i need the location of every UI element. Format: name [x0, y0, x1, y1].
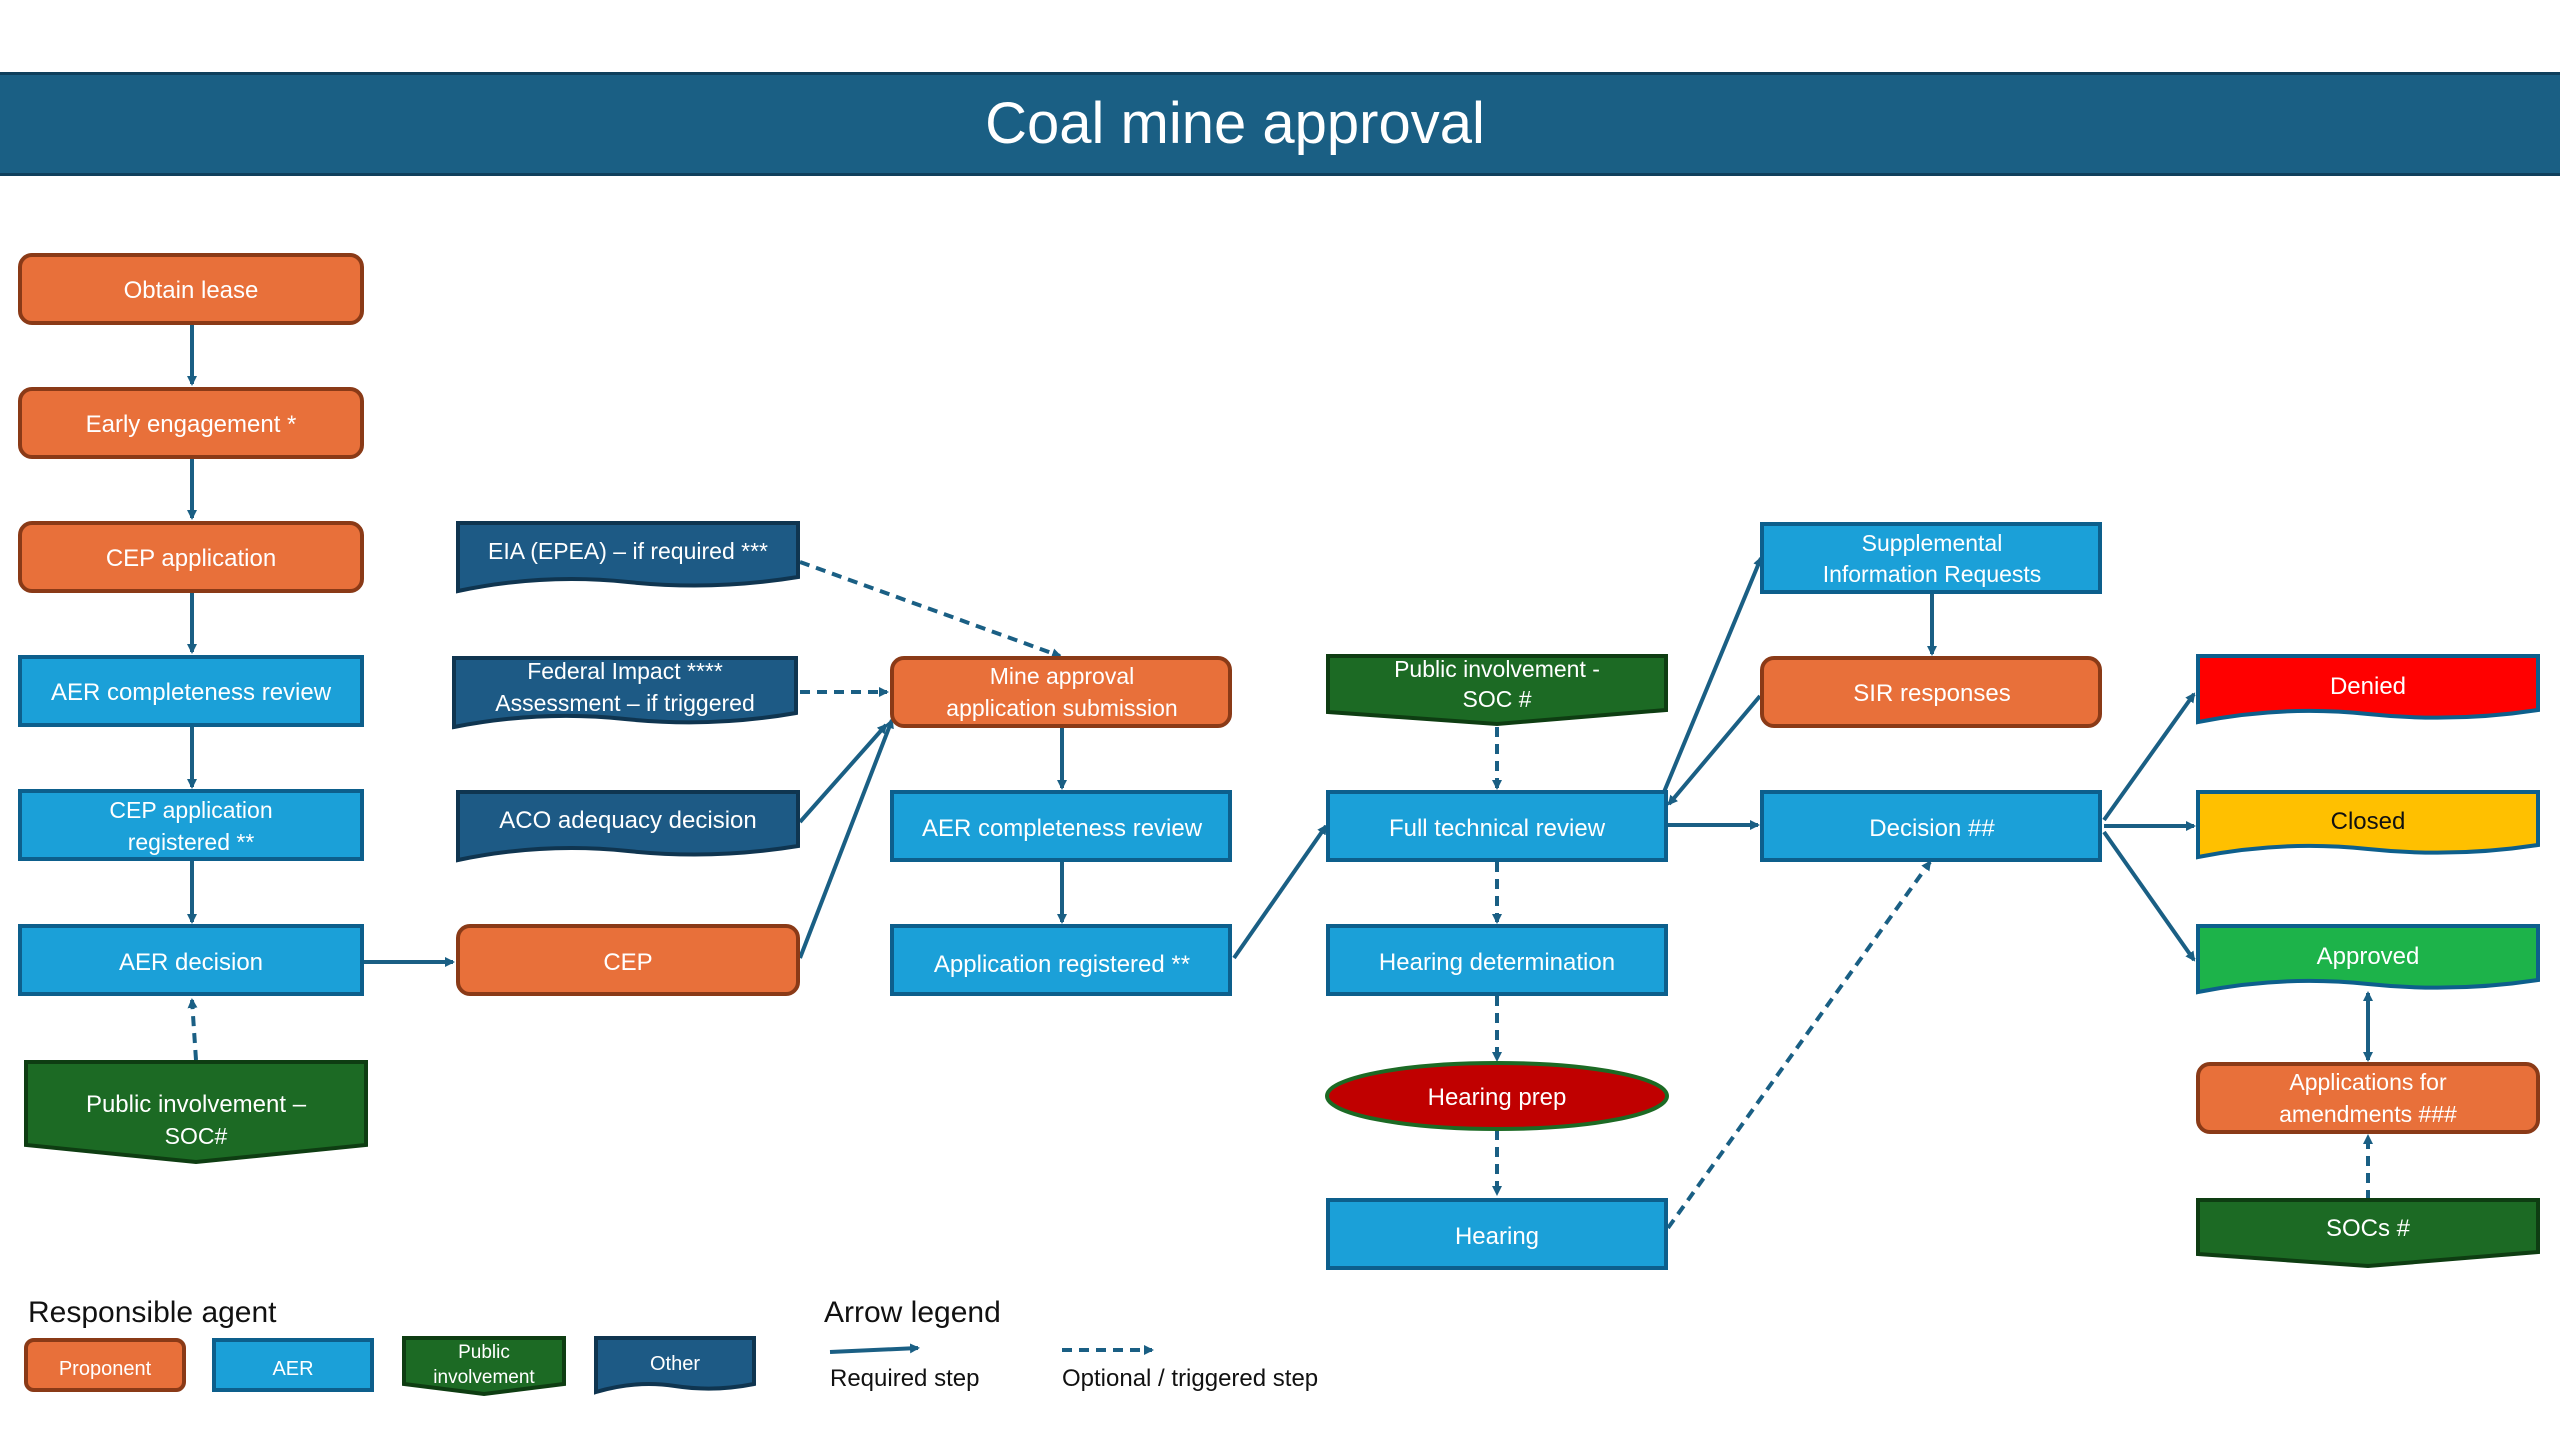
legend-agent-title: Responsible agent: [28, 1296, 277, 1329]
arrow-responses-to-technical: [1667, 694, 1762, 806]
legend-required-label: Required step: [830, 1365, 979, 1392]
node-hearing-prep: Hearing prep: [1325, 1061, 1669, 1131]
node-federal-impact-assessment: Federal Impact **** Assessment – if trig…: [452, 656, 798, 730]
node-decision: Decision ##: [1760, 790, 2102, 862]
node-application-registered: Application registered **: [890, 924, 1232, 996]
legend-proponent: Proponent: [24, 1338, 186, 1392]
node-label: Information Requests: [1823, 561, 2042, 587]
arrow-registered-to-technical: [1232, 824, 1328, 960]
node-label: Application registered **: [934, 951, 1190, 978]
node-denied: Denied: [2196, 654, 2540, 725]
node-aer-decision: AER decision: [18, 924, 364, 996]
node-label: Hearing: [1455, 1223, 1539, 1250]
node-label: SOCs #: [2326, 1215, 2411, 1242]
node-sir-responses: SIR responses: [1760, 656, 2102, 728]
legend-label: Public: [458, 1342, 510, 1363]
node-supplemental-information-requests: Supplemental Information Requests: [1760, 522, 2102, 594]
node-label: SIR responses: [1853, 680, 2010, 707]
node-label: Closed: [2331, 808, 2406, 835]
node-mine-approval-submission: Mine approval application submission: [890, 656, 1232, 728]
node-label: Decision ##: [1869, 815, 1995, 842]
arrows: [187, 322, 2373, 1062]
node-label: SOC #: [1462, 686, 1531, 712]
node-label: EIA (EPEA) – if required ***: [488, 538, 768, 564]
legend-other: Other: [594, 1336, 756, 1395]
node-label: Denied: [2330, 673, 2406, 700]
node-label: CEP: [603, 949, 652, 976]
legend-aer: AER: [212, 1338, 374, 1392]
node-label: AER decision: [119, 949, 263, 976]
node-label: Public involvement –: [86, 1091, 307, 1118]
node-public-involvement-soc-1: Public involvement – SOC#: [24, 1060, 368, 1165]
node-closed: Closed: [2196, 790, 2540, 860]
node-label: Federal Impact ****: [527, 658, 723, 684]
legend-optional-label: Optional / triggered step: [1062, 1365, 1318, 1392]
node-label: application submission: [946, 695, 1177, 721]
arrow-cep-to-mine: [798, 718, 894, 959]
node-aco-adequacy-decision: ACO adequacy decision: [456, 790, 800, 863]
node-full-technical-review: Full technical review: [1326, 790, 1668, 862]
node-label: CEP application: [106, 545, 276, 572]
node-label: AER completeness review: [922, 815, 1203, 842]
node-cep-application-registered: CEP application registered **: [18, 789, 364, 861]
node-label: Hearing prep: [1428, 1084, 1567, 1111]
node-approved: Approved: [2196, 924, 2540, 995]
node-obtain-lease: Obtain lease: [18, 253, 364, 325]
arrow-decision-to-approved: [2102, 830, 2196, 962]
node-label: AER completeness review: [51, 679, 332, 706]
node-label: Supplemental: [1862, 530, 2003, 556]
node-label: Mine approval: [990, 663, 1134, 689]
arrow-public1-to-aer-decision: [187, 998, 198, 1061]
node-label: amendments ###: [2279, 1101, 2457, 1127]
node-label: Assessment – if triggered: [495, 690, 755, 716]
legend-label: involvement: [433, 1367, 535, 1388]
node-applications-for-amendments: Applications for amendments ###: [2196, 1062, 2540, 1134]
node-label: Public involvement -: [1394, 656, 1600, 682]
legend-label: Proponent: [59, 1358, 152, 1380]
arrow-hearing-to-decision: [1666, 860, 1932, 1230]
optional-arrows: [187, 560, 2373, 1230]
node-eia-epea: EIA (EPEA) – if required ***: [456, 521, 800, 594]
legend-label: AER: [272, 1358, 313, 1380]
node-label: registered **: [128, 829, 255, 855]
node-label: Obtain lease: [124, 277, 259, 304]
legend-required-arrow: [829, 1343, 920, 1354]
node-label: Applications for: [2289, 1069, 2447, 1095]
node-cep: CEP: [456, 924, 800, 996]
node-socs: SOCs #: [2196, 1198, 2540, 1269]
node-label: Hearing determination: [1379, 949, 1615, 976]
node-label: SOC#: [165, 1123, 228, 1149]
node-label: Early engagement *: [86, 411, 297, 438]
node-label: ACO adequacy decision: [499, 807, 756, 834]
node-public-involvement-soc-2: Public involvement - SOC #: [1326, 654, 1668, 727]
node-label: CEP application: [109, 797, 272, 823]
legend-arrow-title: Arrow legend: [824, 1296, 1001, 1329]
arrow-aco-to-mine: [798, 723, 888, 824]
legend-public: Public involvement: [402, 1336, 566, 1397]
node-label: Full technical review: [1389, 815, 1606, 842]
node-hearing-determination: Hearing determination: [1326, 924, 1668, 996]
page-title: Coal mine approval: [985, 91, 1485, 156]
node-aer-completeness-review-1: AER completeness review: [18, 655, 364, 727]
node-hearing: Hearing: [1326, 1198, 1668, 1270]
node-cep-application: CEP application: [18, 521, 364, 593]
legend: Responsible agent Proponent AER Public i…: [24, 1296, 1318, 1397]
arrow-eia-to-mine: [799, 560, 1062, 658]
node-label: Approved: [2317, 943, 2420, 970]
legend-label: Other: [650, 1353, 700, 1375]
arrow-decision-to-denied: [2102, 692, 2196, 822]
node-aer-completeness-review-2: AER completeness review: [890, 790, 1232, 862]
title-banner: Coal mine approval: [0, 72, 2560, 176]
node-early-engagement: Early engagement *: [18, 387, 364, 459]
arrow-technical-to-sir: [1662, 556, 1763, 793]
